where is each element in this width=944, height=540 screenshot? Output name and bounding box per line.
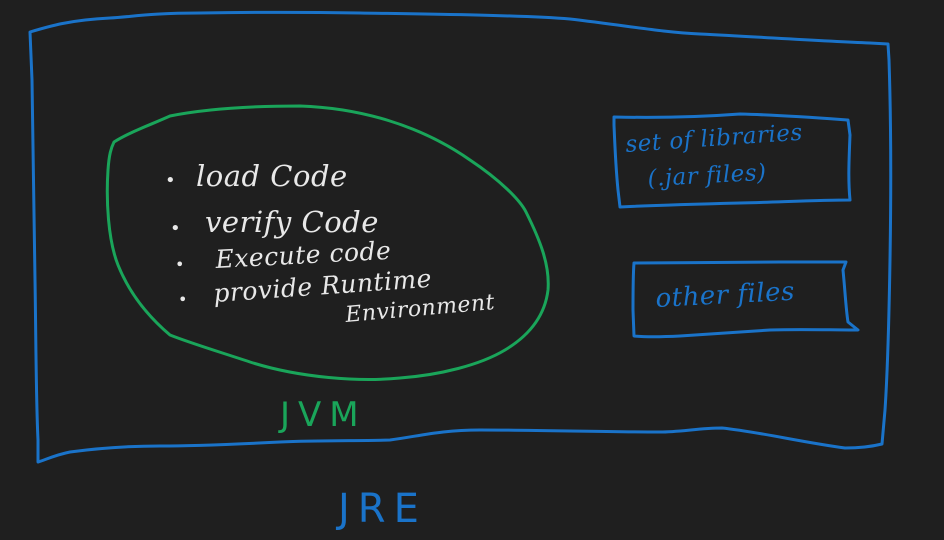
list-item: • load Code	[165, 159, 348, 193]
bullet: •	[178, 290, 187, 309]
list-item: • verify Code	[170, 205, 379, 239]
jre-label: JRE	[335, 486, 427, 532]
bullet: •	[175, 255, 184, 274]
jvm-container: JVM • load Code • verify Code • Execute …	[105, 104, 550, 435]
jvm-responsibilities-list: • load Code • verify Code • Execute code…	[165, 159, 496, 328]
other-files-box: other files	[631, 260, 860, 339]
bullet: •	[165, 170, 176, 191]
jre-container: JRE	[28, 10, 893, 532]
libraries-line2: (.jar files)	[647, 160, 767, 192]
other-files-box-outline	[631, 260, 860, 339]
jre-outline	[28, 10, 893, 464]
bullet: •	[170, 218, 181, 239]
jvm-label: JVM	[278, 395, 367, 435]
jvm-outline	[105, 104, 550, 381]
libraries-line1: set of libraries	[625, 120, 804, 158]
libraries-box-outline	[612, 112, 852, 209]
other-files-label: other files	[655, 277, 796, 314]
list-item-text: load Code	[196, 159, 348, 193]
list-item-text: verify Code	[205, 205, 379, 239]
libraries-box: set of libraries (.jar files)	[612, 112, 852, 209]
